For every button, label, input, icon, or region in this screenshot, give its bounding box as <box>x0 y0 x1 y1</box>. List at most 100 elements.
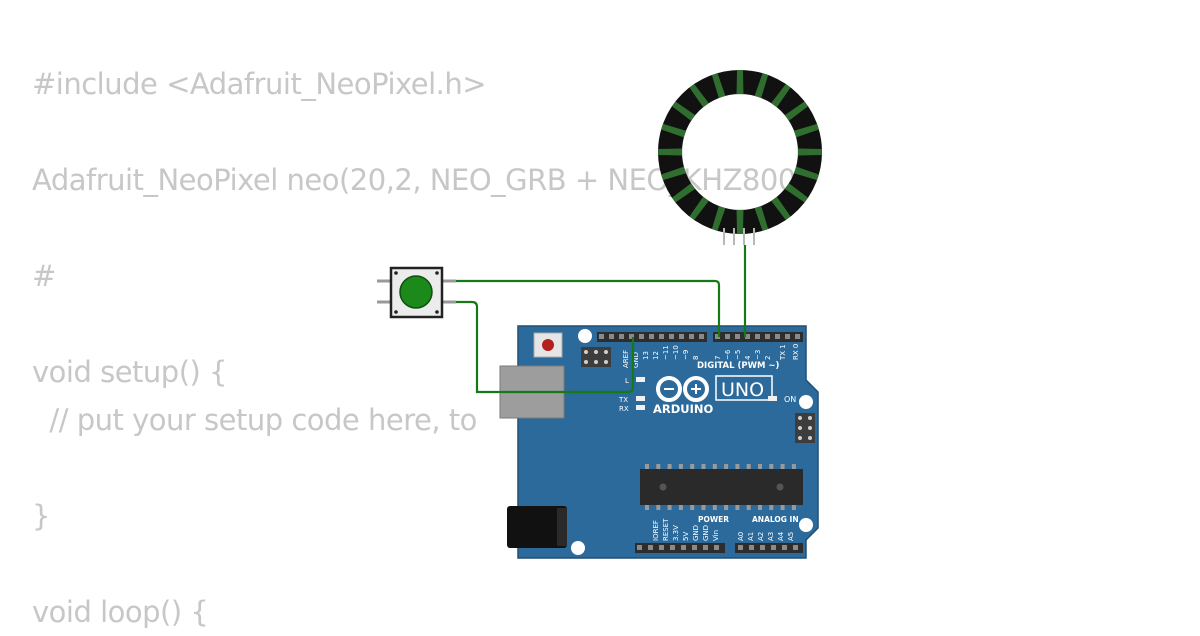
ring-leds <box>658 70 822 234</box>
pin-hole <box>619 334 624 339</box>
wires <box>456 245 747 394</box>
chip-leg <box>758 504 762 510</box>
mount-hole <box>571 541 585 555</box>
button-cap[interactable] <box>399 275 433 309</box>
l-led <box>636 377 645 382</box>
ring-led <box>793 166 819 181</box>
ring-led <box>771 83 791 108</box>
ring-led <box>736 209 744 234</box>
ring-led <box>671 101 696 121</box>
digital-pin-label: ~10 <box>672 345 680 360</box>
chip-leg <box>712 504 717 510</box>
pin-hole <box>639 334 644 339</box>
digital-pin-label: 4 <box>744 355 752 360</box>
pin-hole <box>765 334 770 339</box>
chip-leg <box>769 504 774 510</box>
power-label: POWER <box>698 515 729 524</box>
pin-hole <box>659 545 664 550</box>
chip-leg <box>791 504 796 510</box>
ring-body <box>658 70 822 234</box>
analog-pin-label: A3 <box>767 532 775 541</box>
chip-leg <box>690 504 695 510</box>
chip-leg <box>667 504 672 510</box>
pin-hole <box>782 545 787 550</box>
ring-led <box>661 166 687 181</box>
ring-led <box>689 83 709 108</box>
pin-hole <box>745 334 750 339</box>
code-line: Adafruit_NeoPixel neo(20,2, NEO_GRB + NE… <box>32 163 816 197</box>
digital-pin-label: 8 <box>692 356 700 360</box>
ring-led <box>658 148 683 156</box>
on-led <box>768 396 777 401</box>
rx-led-label: RX <box>619 405 629 413</box>
code-editor[interactable]: #include <Adafruit_NeoPixel.h>Adafruit_N… <box>32 60 816 636</box>
analog-header <box>735 543 803 553</box>
digital-pin-label: ~5 <box>734 350 742 360</box>
pin-hole <box>715 334 720 339</box>
power-pin-label: Vin <box>712 530 720 541</box>
chip-leg <box>780 464 785 470</box>
analog-pin-label: A5 <box>787 532 795 541</box>
chip-leg <box>678 464 683 470</box>
pin-hole <box>749 545 754 550</box>
pin-hole <box>659 334 664 339</box>
chip-leg <box>701 504 706 510</box>
microcontroller-chip <box>640 464 803 510</box>
chip-leg <box>758 464 762 470</box>
dc-power-jack <box>507 506 567 548</box>
wire-button-to-gnd[interactable] <box>456 300 635 394</box>
analog-label: ANALOG IN <box>752 515 799 524</box>
pin-hole <box>703 545 708 550</box>
pin-hole <box>649 334 654 339</box>
ring-led <box>784 183 809 203</box>
digital-pin-label: 12 <box>652 351 660 360</box>
code-line: # <box>32 259 56 293</box>
code-line: } <box>32 499 50 533</box>
digital-pin-label: TX 1 <box>779 344 787 361</box>
mount-hole <box>799 518 813 532</box>
chip-leg <box>645 504 649 510</box>
tx-led-label: TX <box>618 396 628 404</box>
pin-hole <box>775 334 780 339</box>
power-pin-label: GND <box>692 525 700 541</box>
ring-led <box>736 70 744 95</box>
pin-hole <box>692 545 697 550</box>
push-button[interactable] <box>377 266 456 319</box>
digital-label: DIGITAL (PWM ~) <box>697 361 779 371</box>
digital-pin-label: ~9 <box>682 350 690 360</box>
ring-led <box>797 148 822 156</box>
pin-hole <box>785 334 790 339</box>
pin-hole <box>760 545 765 550</box>
ring-led <box>711 205 726 231</box>
arduino-logo-icon <box>656 376 709 402</box>
gnd-label: GND <box>632 352 640 368</box>
pin-hole <box>793 545 798 550</box>
chip-leg <box>712 464 717 470</box>
pin-hole <box>679 334 684 339</box>
power-pin-label: IOREF <box>652 520 660 541</box>
chip-leg <box>645 464 649 470</box>
ring-led <box>671 183 696 203</box>
pin-hole <box>735 334 740 339</box>
model-label: UNO <box>721 379 764 401</box>
chip-leg <box>724 504 729 510</box>
analog-pin-label: A2 <box>757 532 765 541</box>
mount-hole <box>578 329 592 343</box>
chip-leg <box>746 504 751 510</box>
reset-button[interactable] <box>533 332 563 358</box>
pin-hole <box>609 334 614 339</box>
on-led-label: ON <box>784 395 796 404</box>
wire-button-to-pin7[interactable] <box>456 279 721 337</box>
neopixel-ring[interactable] <box>658 70 822 245</box>
chip-leg <box>701 464 706 470</box>
pin-hole <box>755 334 760 339</box>
icsp-header <box>581 347 611 367</box>
analog-pin-label: A1 <box>747 532 755 541</box>
ring-led <box>771 196 791 221</box>
analog-pin-label: A0 <box>737 532 745 541</box>
pin-hole <box>795 334 800 339</box>
model-frame <box>715 375 773 401</box>
